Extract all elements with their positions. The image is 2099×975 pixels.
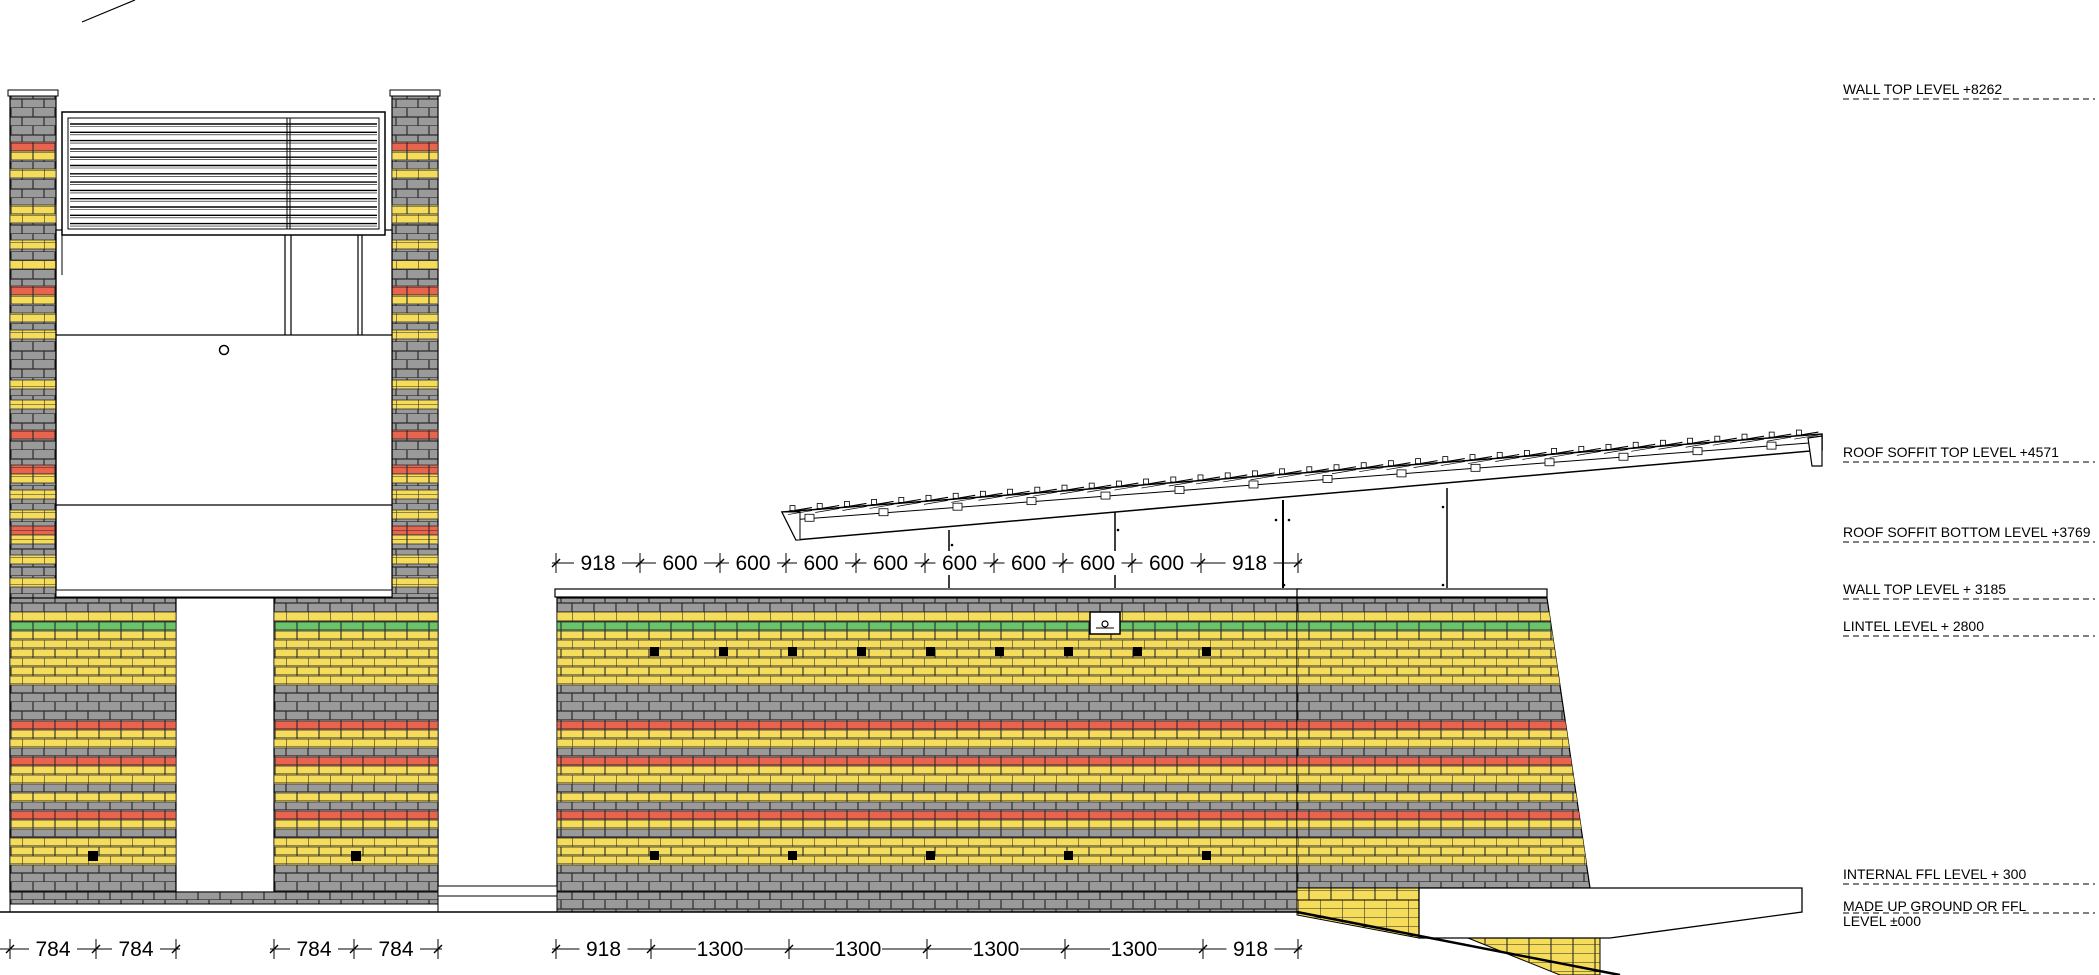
level-internal-ffl: INTERNAL FFL LEVEL + 300 [1843, 866, 2026, 882]
middle-wall-vents [650, 647, 1211, 860]
stray-line [81, 0, 136, 23]
ground-plinth [0, 885, 1803, 975]
tower-window [55, 229, 393, 599]
dimension-label: 600 [1011, 552, 1046, 575]
level-made-up-ground: MADE UP GROUND OR FFL [1843, 898, 2027, 914]
dimension-label: 600 [873, 552, 908, 575]
bottom-dimension-chain: 784 784 784 784 918 1300 1300 1300 1300 918 [0, 937, 1303, 961]
dimension-label: 1300 [835, 938, 882, 961]
fixing-bolt-icon [218, 344, 230, 356]
dimension-label: 1300 [697, 938, 744, 961]
top-dimension-chain: 918 600 600 600 600 600 600 600 600 918 [551, 551, 1303, 575]
level-wall-top-3185: WALL TOP LEVEL + 3185 [1843, 581, 2006, 597]
left-wall-colour-bands [9, 611, 439, 866]
wall-outlet-icon [1089, 611, 1121, 635]
dimension-label: 600 [942, 552, 977, 575]
dimension-label: 1300 [973, 938, 1020, 961]
dimension-label: 784 [378, 938, 413, 961]
dimension-label: 918 [580, 552, 615, 575]
pier-colour-bands [9, 141, 439, 588]
level-lintel: LINTEL LEVEL + 2800 [1843, 618, 1984, 634]
roof-canopy [780, 429, 1823, 588]
dimension-label: 784 [35, 938, 70, 961]
dimension-label: 784 [296, 938, 331, 961]
dimension-label: 600 [803, 552, 838, 575]
dimension-label: 918 [1232, 552, 1267, 575]
dimension-label: 918 [1233, 938, 1268, 961]
dimension-label: 600 [1080, 552, 1115, 575]
louvre-panel [61, 111, 386, 236]
level-wall-top-8262: WALL TOP LEVEL +8262 [1843, 81, 2002, 97]
level-roof-soffit-top: ROOF SOFFIT TOP LEVEL +4571 [1843, 444, 2059, 460]
level-roof-soffit-bottom: ROOF SOFFIT BOTTOM LEVEL +3769 [1843, 524, 2091, 540]
dimension-label: 600 [735, 552, 770, 575]
dimension-label: 918 [586, 938, 621, 961]
left-vents [88, 851, 361, 861]
dimension-label: 600 [662, 552, 697, 575]
level-labels: WALL TOP LEVEL +8262 ROOF SOFFIT TOP LEV… [1843, 81, 2095, 929]
level-made-up-ground-2: LEVEL ±000 [1843, 913, 1921, 929]
right-wall-colour-bands [1297, 611, 1590, 866]
middle-wall-colour-bands [556, 611, 1298, 866]
dimension-label: 600 [1149, 552, 1184, 575]
dimension-label: 1300 [1111, 938, 1158, 961]
dimension-label: 784 [118, 938, 153, 961]
